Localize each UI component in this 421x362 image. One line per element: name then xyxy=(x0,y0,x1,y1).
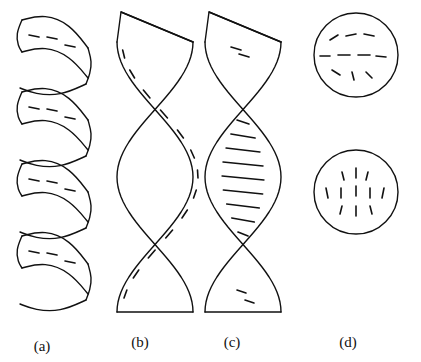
figure-label: (d) xyxy=(339,335,357,350)
figure-label: (b) xyxy=(131,335,149,350)
figure-label: (a) xyxy=(34,339,51,354)
cross-sections xyxy=(314,13,398,234)
figure-label: (c) xyxy=(224,335,241,350)
twisted-ribbon xyxy=(205,12,281,312)
helical-ribbon xyxy=(17,17,91,311)
twisted-ribbon xyxy=(117,12,198,312)
